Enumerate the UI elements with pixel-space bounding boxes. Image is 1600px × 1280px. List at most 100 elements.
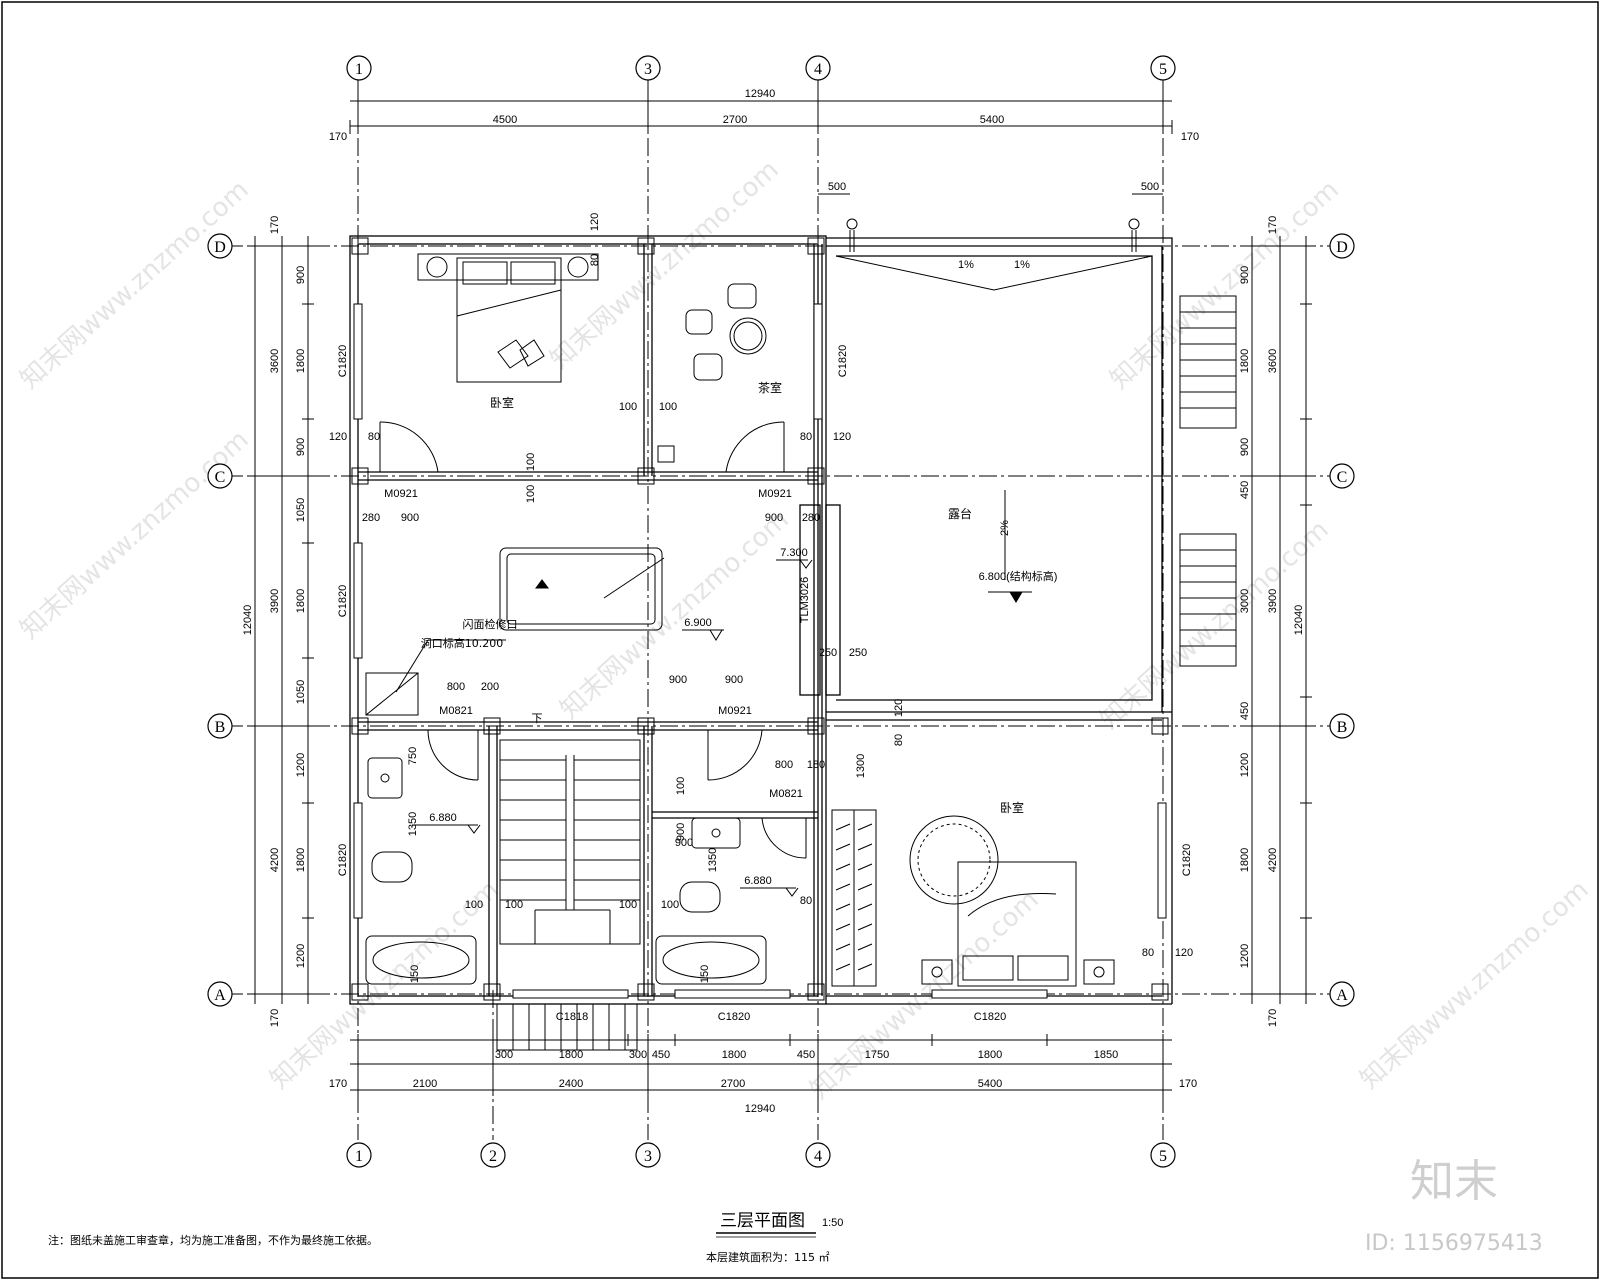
dimension-detail: 1050 bbox=[295, 680, 307, 704]
bed-top bbox=[417, 253, 599, 383]
minor-dim: 100 bbox=[675, 777, 687, 795]
dimension-span: 5400 bbox=[980, 114, 1004, 126]
axis-label: C bbox=[215, 469, 226, 486]
dimension-total: 12040 bbox=[1293, 605, 1305, 636]
elevation-value: 6.800(结构标高) bbox=[979, 569, 1058, 583]
minor-dim: 900 bbox=[401, 512, 419, 524]
axis-label: 2 bbox=[489, 1148, 497, 1165]
dimension-detail: 450 bbox=[1239, 481, 1251, 499]
windows bbox=[353, 303, 1167, 999]
window-dim: 1750 bbox=[865, 1049, 889, 1061]
left-dimension-text: 12040 3600 3900 4200 900 1800 900 1050 1… bbox=[242, 216, 307, 1027]
window-dim: 1800 bbox=[722, 1049, 746, 1061]
axis-label: 5 bbox=[1159, 61, 1167, 78]
window-label: C1820 bbox=[337, 844, 349, 876]
dimension-span: 3600 bbox=[1267, 349, 1279, 373]
minor-dim: 80 bbox=[589, 254, 601, 266]
minor-dim: 180 bbox=[807, 759, 825, 771]
axis-label: 1 bbox=[355, 61, 363, 78]
dimension-detail: 1800 bbox=[295, 349, 307, 373]
elevation-value: 7.300 bbox=[780, 547, 808, 559]
window-dim: 1800 bbox=[978, 1049, 1002, 1061]
hatch-note: 闪面检修口 bbox=[463, 617, 518, 631]
dimension-span: 3900 bbox=[1267, 589, 1279, 613]
minor-dimensions: 120 80 120 80 80 120 100 100 100 100 280… bbox=[329, 213, 1193, 983]
wardrobe bbox=[831, 809, 877, 987]
minor-dim: 80 bbox=[1142, 947, 1154, 959]
axis-label: B bbox=[1337, 719, 1348, 736]
terrace-slope bbox=[835, 255, 1153, 603]
elevation-value: 6.880 bbox=[429, 812, 457, 824]
dimension-small: 500 bbox=[1141, 181, 1159, 193]
window-label: C1820 bbox=[718, 1011, 750, 1023]
minor-dim: 100 bbox=[525, 485, 537, 503]
dimension-total: 12940 bbox=[745, 88, 776, 100]
dimension-detail: 900 bbox=[1239, 438, 1251, 456]
minor-dim: 900 bbox=[675, 823, 687, 841]
axis-label: 3 bbox=[644, 61, 652, 78]
minor-dim: 200 bbox=[481, 681, 499, 693]
minor-dim: 120 bbox=[833, 431, 851, 443]
right-dimension-text: 12040 3600 3900 4200 900 1800 900 450 30… bbox=[1239, 216, 1305, 1027]
minor-dim: 80 bbox=[800, 895, 812, 907]
dimension-edge: 170 bbox=[329, 131, 347, 143]
slope-label: 2% bbox=[999, 520, 1011, 536]
dimension-small: 500 bbox=[828, 181, 846, 193]
drawing-scale: 1:50 bbox=[822, 1217, 843, 1229]
door-label: M0921 bbox=[384, 488, 418, 500]
watermark-text: 知末网www.znzmo.com bbox=[555, 505, 795, 725]
axis-label: 4 bbox=[814, 1148, 822, 1165]
minor-dim: 150 bbox=[699, 965, 711, 983]
minor-dim: 120 bbox=[893, 699, 905, 717]
room-label: 茶室 bbox=[758, 380, 782, 395]
image-id: ID: 1156975413 bbox=[1365, 1231, 1543, 1256]
roof-hatch bbox=[365, 639, 506, 716]
slope-label: 1% bbox=[1014, 259, 1030, 271]
footnote: 注：图纸未盖施工审查章，均为施工准备图，不作为最终施工依据。 bbox=[48, 1233, 378, 1247]
window-label: C1818 bbox=[556, 1011, 588, 1023]
dimension-edge: 170 bbox=[1179, 1078, 1197, 1090]
minor-dim: 80 bbox=[893, 734, 905, 746]
dimension-detail: 1050 bbox=[295, 498, 307, 522]
title-block: 三层平面图 1:50 本层建筑面积为：115 ㎡ 注：图纸未盖施工审查章，均为施… bbox=[48, 1211, 843, 1264]
dimension-detail: 1200 bbox=[295, 944, 307, 968]
minor-dim: 100 bbox=[619, 401, 637, 413]
window-dim: 300 bbox=[629, 1049, 647, 1061]
minor-dim: 900 bbox=[669, 674, 687, 686]
minor-dim: 900 bbox=[765, 512, 783, 524]
minor-dim: 100 bbox=[465, 899, 483, 911]
minor-dim: 120 bbox=[329, 431, 347, 443]
dimension-detail: 1800 bbox=[295, 589, 307, 613]
top-dimension-text: 12940 4500 2700 5400 170 170 500 500 bbox=[329, 88, 1199, 193]
dimension-detail: 3000 bbox=[1239, 589, 1251, 613]
brand-watermark: 知末 ID: 1156975413 bbox=[1365, 1156, 1543, 1256]
window-label: C1820 bbox=[1181, 844, 1193, 876]
window-label: C1820 bbox=[337, 585, 349, 617]
doors bbox=[379, 421, 807, 859]
room-label: 露台 bbox=[948, 506, 972, 521]
minor-dim: 150 bbox=[409, 965, 421, 983]
minor-dim: 120 bbox=[589, 213, 601, 231]
minor-dim: 100 bbox=[505, 899, 523, 911]
dimension-span: 4500 bbox=[493, 114, 517, 126]
minor-dim: 800 bbox=[775, 759, 793, 771]
bathroom-fixtures bbox=[365, 757, 767, 985]
watermark-text: 知末网www.znzmo.com bbox=[1355, 875, 1595, 1095]
hatch-note: 洞口标高10.200 bbox=[421, 636, 504, 650]
dimension-edge: 170 bbox=[1181, 131, 1199, 143]
watermark-text: 知末网www.znzmo.com bbox=[15, 425, 255, 645]
axis-label: D bbox=[214, 239, 226, 256]
dimension-span: 2700 bbox=[721, 1078, 745, 1090]
drawing-title: 三层平面图 bbox=[720, 1211, 805, 1231]
minor-dim: 1350 bbox=[707, 848, 719, 872]
door-label: TLM3026 bbox=[799, 577, 811, 623]
axis-label: A bbox=[214, 987, 226, 1004]
dimension-edge: 170 bbox=[1267, 1009, 1279, 1027]
dimension-lines bbox=[249, 94, 1312, 1096]
watermark-text: 知末网www.znzmo.com bbox=[545, 155, 785, 375]
watermark-text: 知末网www.znzmo.com bbox=[1105, 175, 1345, 395]
opening-labels: C1820 C1820 C1820 C1820 C1820 C1818 C182… bbox=[337, 259, 1193, 1023]
axis-label: 5 bbox=[1159, 1148, 1167, 1165]
dimension-detail: 450 bbox=[1239, 702, 1251, 720]
